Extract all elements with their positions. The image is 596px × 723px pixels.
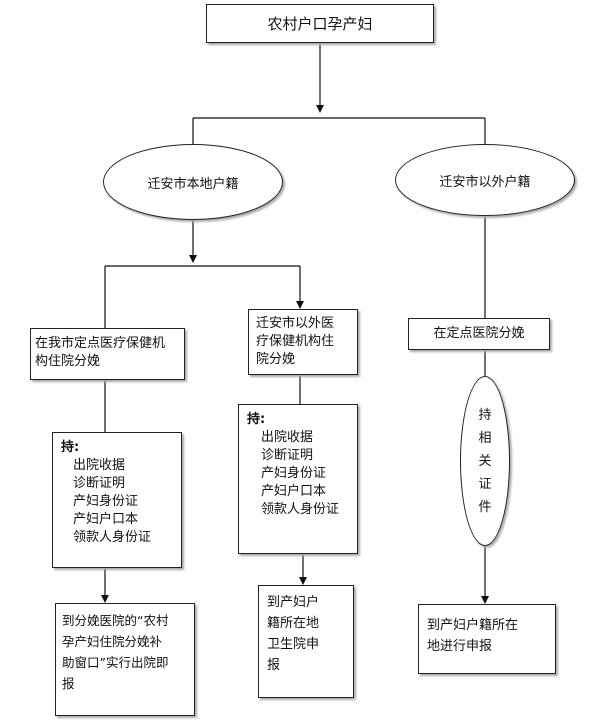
local-delivery-line: 构住院分娩 — [35, 354, 101, 369]
document-item: 产妇身份证 — [73, 494, 139, 509]
vertical-char: 关 — [478, 453, 492, 469]
document-item: 产妇身份证 — [261, 466, 327, 481]
nonlocal-household-label: 迁安市以外户籍 — [439, 174, 531, 190]
document-item: 产妇户口本 — [261, 484, 327, 499]
vertical-char: 持 — [478, 407, 492, 423]
document-item: 领款人身份证 — [261, 502, 340, 517]
middle-result-line: 到产妇户 — [267, 595, 320, 610]
left-documents-box: 持: 出院收据 诊断证明 产妇身份证 产妇户口本 领款人身份证 — [52, 432, 182, 568]
left-result-box: 到分娩医院的“农村 孕产妇住院分娩补 助窗口”实行出院即 报 — [55, 603, 195, 716]
middle-result-line: 报 — [267, 658, 281, 673]
document-item: 出院收据 — [261, 430, 314, 445]
vertical-char: 件 — [478, 499, 492, 515]
documents-heading: 持: — [247, 412, 266, 427]
middle-result-line: 籍所在地 — [267, 616, 320, 631]
nonlocal-household-oval: 迁安市以外户籍 — [395, 144, 575, 216]
right-result-line: 到产妇户籍所在 — [427, 618, 519, 633]
right-result-box: 到产妇户籍所在 地进行申报 — [418, 604, 556, 674]
document-item: 诊断证明 — [73, 476, 126, 491]
document-item: 领款人身份证 — [73, 530, 152, 545]
left-result-line: 到分娩医院的“农村 — [62, 613, 169, 628]
title-box: 农村户口孕产妇 — [206, 4, 434, 43]
middle-result-box: 到产妇户 籍所在地 卫生院申 报 — [258, 585, 354, 698]
designated-hospital-box: 在定点医院分娩 — [408, 318, 550, 350]
documents-vertical-oval: 持 相 关 证 件 — [460, 376, 510, 546]
left-result-line: 孕产妇住院分娩补 — [62, 634, 163, 649]
left-result-line: 报 — [62, 676, 75, 691]
title-text: 农村户口孕产妇 — [267, 14, 373, 33]
vertical-char: 相 — [478, 430, 492, 446]
document-item: 诊断证明 — [261, 448, 314, 463]
designated-hospital-label: 在定点医院分娩 — [433, 326, 525, 341]
left-result-line: 助窗口”实行出院即 — [62, 655, 169, 670]
right-result-line: 地进行申报 — [427, 639, 493, 654]
documents-heading: 持: — [61, 440, 80, 455]
vertical-char: 证 — [478, 476, 492, 492]
document-item: 出院收据 — [73, 458, 126, 473]
middle-documents-box: 持: 出院收据 诊断证明 产妇身份证 产妇户口本 领款人身份证 — [238, 404, 358, 554]
middle-result-line: 卫生院申 — [267, 637, 320, 652]
local-delivery-box: 在我市定点医疗保健机 构住院分娩 — [30, 328, 185, 380]
outside-delivery-line: 迁安市以外医 — [256, 316, 335, 331]
local-household-oval: 迁安市本地户籍 — [103, 144, 283, 220]
outside-delivery-line: 疗保健机构住 — [256, 334, 335, 349]
local-household-label: 迁安市本地户籍 — [147, 176, 239, 192]
document-item: 产妇户口本 — [73, 512, 139, 527]
local-delivery-line: 在我市定点医疗保健机 — [35, 336, 166, 351]
outside-delivery-line: 院分娩 — [256, 352, 296, 367]
outside-delivery-box: 迁安市以外医 疗保健机构住 院分娩 — [248, 309, 358, 375]
